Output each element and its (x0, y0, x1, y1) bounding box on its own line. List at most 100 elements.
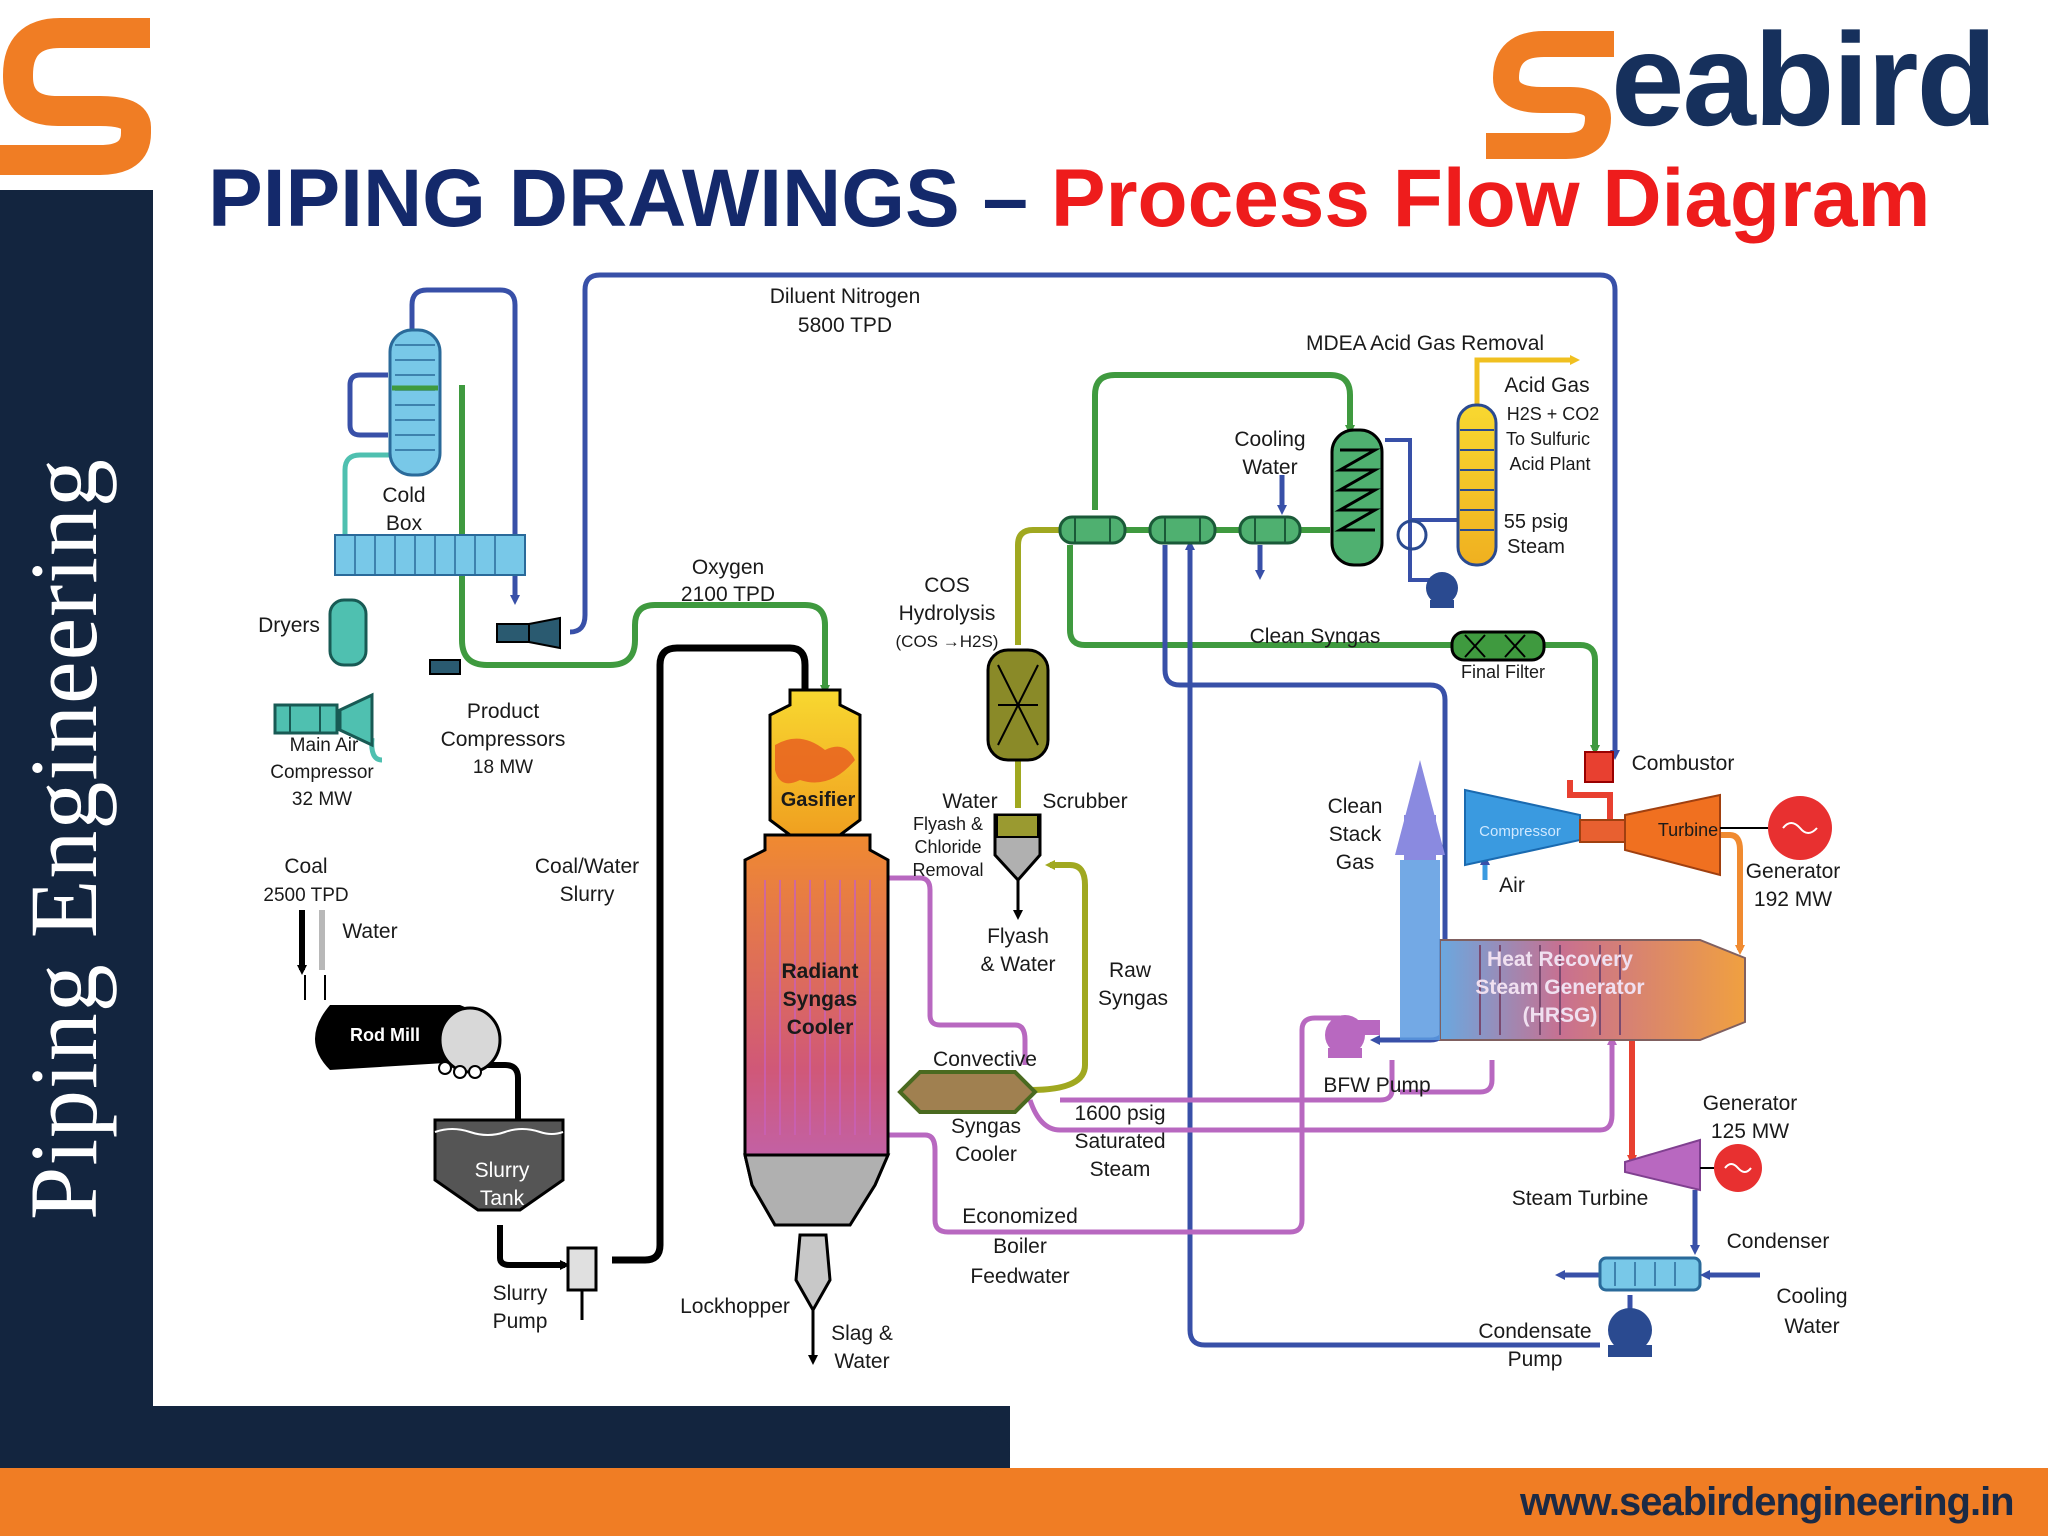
coldbox-loop-blue (409, 287, 520, 605)
label-main-air-mw: 32 MW (292, 789, 352, 810)
oxygen-line (459, 385, 830, 695)
generator-192-icon (1768, 796, 1832, 860)
label-generator-192-mw: 192 MW (1754, 888, 1832, 911)
product-compressor-small (429, 659, 461, 675)
sidebar-band (0, 190, 153, 1408)
label-saturated-steam: Steam (1090, 1158, 1151, 1181)
combustor-to-turbine (1567, 780, 1613, 820)
label-coal-water-2: Slurry (560, 883, 615, 906)
label-syngas-cooler-2: Cooler (955, 1143, 1017, 1166)
page-title: PIPING DRAWINGS – Process Flow Diagram (208, 158, 1930, 240)
turbine-exhaust (1720, 832, 1745, 955)
label-condensate-1: Condensate (1478, 1320, 1591, 1343)
cold-box-column (388, 328, 442, 477)
label-slurry-pump-2: Pump (493, 1310, 548, 1333)
mdea-pump (1426, 572, 1458, 608)
label-condenser: Condenser (1727, 1230, 1830, 1253)
condensate-pump (1608, 1308, 1652, 1357)
label-slurry-tank-2: Tank (480, 1187, 525, 1210)
radiant-syngas-cooler (743, 833, 891, 1227)
footer-orange-band (0, 1468, 2048, 1536)
water-scrubber (993, 813, 1042, 883)
footer-url-link[interactable]: www.seabirdengineering.in (1520, 1480, 2015, 1524)
label-turbine: Turbine (1658, 820, 1718, 840)
exchanger-3 (1238, 515, 1302, 545)
label-saturated: Saturated (1074, 1130, 1165, 1153)
sidebar-label: Piping Engineering (10, 458, 117, 1220)
bfw-pump (1325, 1015, 1380, 1058)
label-main-air: Main Air (290, 735, 359, 756)
label-dryers: Dryers (258, 614, 320, 637)
label-slag-1: Slag & (831, 1322, 893, 1345)
label-oxygen-rate: 2100 TPD (681, 583, 775, 606)
generator-125-icon (1714, 1144, 1762, 1192)
label-hrsg-3: (HRSG) (1523, 1004, 1598, 1027)
label-hydrolysis: Hydrolysis (899, 602, 996, 625)
title-part-2: Process Flow Diagram (1050, 153, 1931, 244)
dryers-vessel (328, 598, 368, 667)
label-economized-1: Economized (962, 1205, 1078, 1228)
label-cooling-top-2: Water (1242, 456, 1297, 479)
label-slurry-pump-1: Slurry (493, 1282, 548, 1305)
final-filter (1450, 630, 1546, 662)
label-to-sulfuric: To Sulfuric (1506, 429, 1590, 449)
label-gt-compressor: Compressor (1479, 823, 1561, 840)
label-air: Air (1499, 874, 1525, 897)
label-mdea: MDEA Acid Gas Removal (1306, 332, 1544, 355)
label-lockhopper: Lockhopper (680, 1295, 790, 1318)
label-generator-125-mw: 125 MW (1711, 1120, 1789, 1143)
label-coal-rate: 2500 TPD (263, 885, 348, 906)
label-slag-2: Water (834, 1350, 889, 1373)
label-gasifier: Gasifier (781, 789, 856, 811)
label-psig55: 55 psig (1504, 511, 1569, 533)
label-clean-syngas: Clean Syngas (1250, 625, 1381, 648)
bfw-to-hrsg (1400, 1060, 1495, 1095)
label-main-air-compressor: Compressor (270, 762, 374, 783)
label-psig1600: 1600 psig (1074, 1102, 1165, 1125)
label-flyash-3: Removal (912, 860, 983, 880)
cos-hydrolysis-reactor (986, 648, 1050, 762)
label-hrsg-2: Steam Generator (1475, 976, 1644, 999)
label-steam-turbine: Steam Turbine (1512, 1187, 1649, 1210)
label-coal: Coal (284, 855, 327, 878)
diluent-nitrogen-line (569, 272, 1620, 760)
label-condensate-2: Pump (1508, 1348, 1563, 1371)
label-steam-55: Steam (1507, 536, 1565, 558)
hrsg-steam-line (1060, 1060, 1395, 1103)
brand-mark-left (0, 18, 151, 175)
label-cooling-bottom-2: Water (1784, 1315, 1839, 1338)
brand-name: eabird (1611, 6, 1997, 153)
label-stack: Stack (1329, 823, 1382, 846)
condensate-return-line (1185, 540, 1600, 1348)
label-flyash-2: Chloride (914, 837, 981, 857)
saturated-steam-line (1027, 1035, 1617, 1133)
label-product: Product (467, 700, 540, 723)
coldbox-side-loop (347, 372, 388, 438)
clean-syngas-line (1067, 545, 1600, 755)
label-flyash-water-1: Flyash (987, 925, 1049, 948)
slurry-line (612, 644, 809, 1264)
label-acid-plant: Acid Plant (1509, 454, 1590, 474)
rod-mill (304, 975, 502, 1079)
purple-feedwater-line (760, 875, 1028, 1065)
main-air-compressor (273, 692, 374, 748)
mdea-absorber (1330, 428, 1384, 567)
label-economized-2: Boiler (993, 1235, 1047, 1258)
label-water-1: Water (942, 790, 997, 813)
footer-dark-band (0, 1406, 1010, 1468)
label-combustor: Combustor (1632, 752, 1735, 775)
label-clean: Clean (1328, 795, 1383, 818)
convective-syngas-cooler (897, 1070, 1038, 1114)
label-hrsg-1: Heat Recovery (1487, 948, 1633, 971)
steam-turbine (1624, 1138, 1701, 1192)
label-coal-water-1: Coal/Water (535, 855, 639, 878)
exchanger-2 (1148, 515, 1217, 545)
label-compressors: Compressors (441, 728, 566, 751)
label-product-mw: 18 MW (473, 757, 533, 778)
rod-mill-to-tank (480, 1062, 523, 1130)
label-acid-gas: Acid Gas (1504, 374, 1589, 397)
label-box: Box (386, 512, 423, 535)
label-diluent-nitrogen: Diluent Nitrogen (770, 285, 921, 308)
label-cooling-bottom-1: Cooling (1776, 1285, 1847, 1308)
lean-rich-exchanger (1396, 519, 1428, 551)
